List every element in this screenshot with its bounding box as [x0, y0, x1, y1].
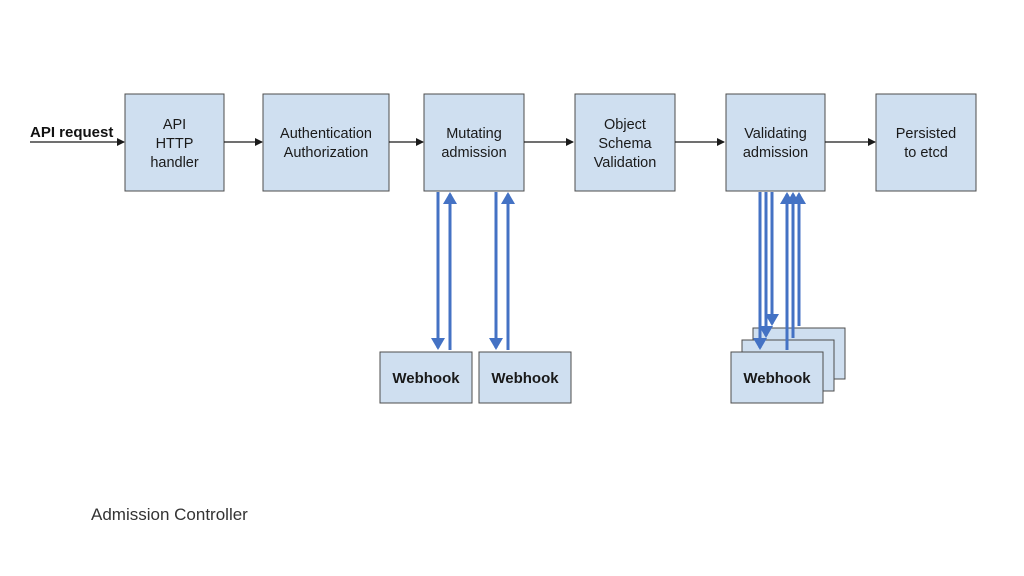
- caption: Admission Controller: [91, 505, 248, 524]
- stage-label: Authorization: [284, 145, 369, 161]
- webhook-mutating-2: Webhook: [478, 351, 572, 404]
- stage-label: to etcd: [904, 145, 948, 161]
- webhook-label: Webhook: [392, 370, 460, 387]
- stage-label: Authentication: [280, 126, 372, 142]
- stage-authentication-authorization: Authentication Authorization: [262, 93, 390, 192]
- stage-label: Object: [604, 117, 646, 133]
- webhook-mutating-1: Webhook: [379, 351, 473, 404]
- mutating-webhook-arrows: [431, 192, 515, 350]
- stage-mutating-admission: Mutating admission: [423, 93, 525, 192]
- stage-label: Mutating: [446, 126, 502, 142]
- webhook-validating: Webhook: [730, 351, 824, 404]
- api-request-label: API request: [30, 124, 113, 141]
- stage-label: handler: [150, 155, 199, 171]
- stage-validating-admission: Validating admission: [725, 93, 826, 192]
- stage-api-http-handler: API HTTP handler: [124, 93, 225, 192]
- stage-label: Persisted: [896, 126, 956, 142]
- validating-webhook-arrows: [753, 192, 806, 350]
- stage-label: Schema: [598, 136, 652, 152]
- webhook-label: Webhook: [743, 370, 811, 387]
- webhook-label: Webhook: [491, 370, 559, 387]
- stage-label: admission: [743, 145, 808, 161]
- stage-label: API: [163, 117, 186, 133]
- stage-label: Validating: [744, 126, 807, 142]
- stage-label: Validation: [594, 155, 657, 171]
- stage-object-schema-validation: Object Schema Validation: [574, 93, 676, 192]
- stage-label: HTTP: [156, 136, 194, 152]
- stage-persisted-to-etcd: Persisted to etcd: [875, 93, 977, 192]
- stage-label: admission: [441, 145, 506, 161]
